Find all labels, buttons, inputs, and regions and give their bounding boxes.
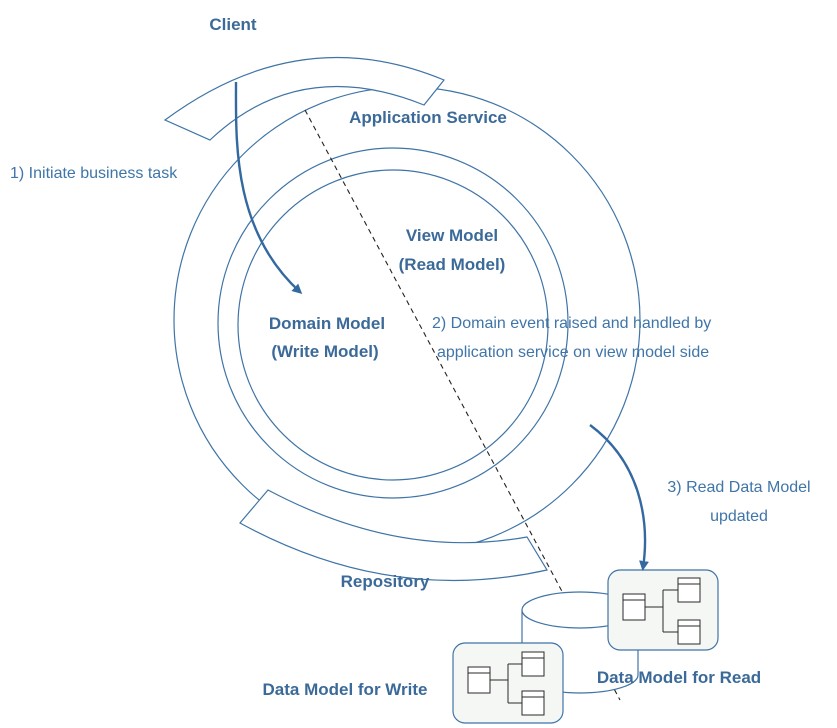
domain-model-label: Domain Model [269, 314, 385, 333]
arrow-initiate-task [234, 81, 303, 295]
client-label: Client [209, 15, 257, 34]
middle-ring [217, 147, 569, 499]
application-service-label: Application Service [349, 108, 507, 127]
data-model-read-label: Data Model for Read [597, 668, 761, 687]
step3-line2: updated [710, 508, 768, 525]
view-model-label: View Model [406, 226, 498, 245]
read-schema-icon [607, 569, 719, 651]
arrow-update-read-model [589, 424, 649, 571]
data-model-write-label: Data Model for Write [263, 680, 428, 699]
client-arc [163, 56, 445, 141]
domain-model-circle [237, 169, 549, 481]
step2-line1: 2) Domain event raised and handled by [432, 315, 711, 332]
read-model-label: (Read Model) [399, 255, 506, 274]
write-schema-icon [452, 642, 564, 724]
step2-line2: application service on view model side [437, 344, 709, 361]
step3-line1: 3) Read Data Model [667, 479, 810, 496]
step1-label: 1) Initiate business task [10, 165, 178, 182]
read-write-divider [304, 109, 621, 701]
write-model-label: (Write Model) [271, 342, 378, 361]
repository-label: Repository [341, 572, 430, 591]
repository-arc [239, 489, 548, 582]
